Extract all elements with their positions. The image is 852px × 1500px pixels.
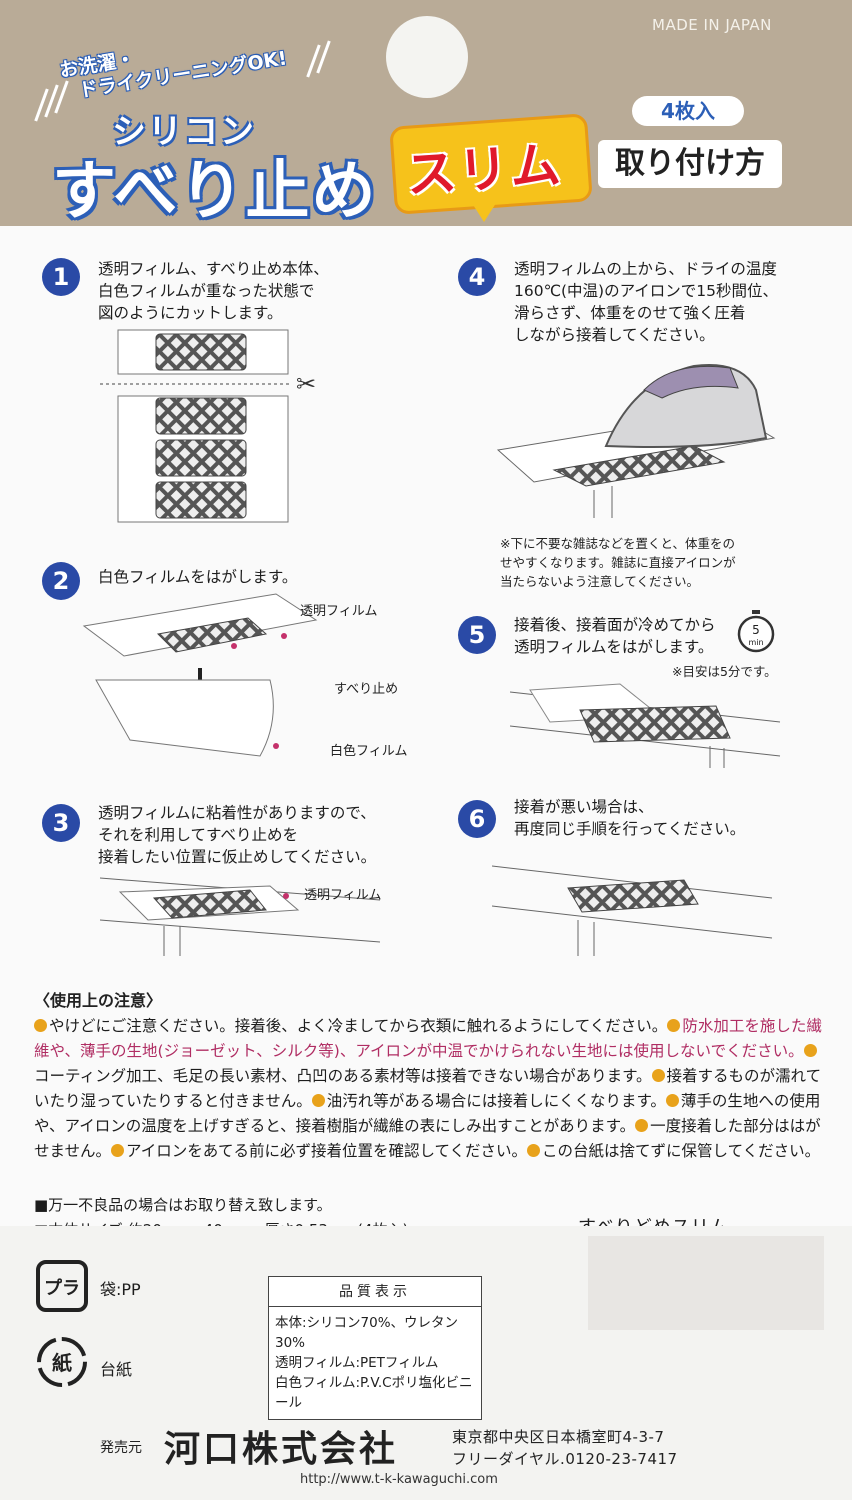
bullet-dot: [665, 1094, 679, 1107]
jan-code-area: [588, 1236, 824, 1330]
pla-recycle-icon: プラ: [36, 1260, 88, 1312]
company-address: 東京都中央区日本橋室町4-3-7 フリーダイヤル.0120-23-7417: [452, 1426, 678, 1470]
step-3-number: 3: [42, 804, 80, 842]
cautions-title: 〈使用上の注意〉: [34, 991, 163, 1010]
step-5-text: 接着後、接着面が冷めてから 透明フィルムをはがします。: [514, 616, 716, 656]
label-transparent-film-3: 透明フィルム: [304, 888, 382, 903]
count-badge: 4枚入: [632, 96, 744, 126]
caution-6: 薄手の生地への使用や、アイロンの温度を上げすぎると、接着樹脂が繊維の表にしみ出す…: [34, 1092, 821, 1135]
brand-title: すべり止め: [52, 155, 378, 229]
step-6-number: 6: [458, 800, 496, 838]
paper-label: 台紙: [100, 1360, 133, 1379]
caution-2: 防水加工を施した繊維や、薄手の生地(ジョーゼット、シルク等)、アイロンが中温でか…: [34, 1017, 822, 1060]
paper-recycle-icon: 紙: [37, 1337, 87, 1387]
step-5-illustration: [510, 683, 781, 768]
made-in-label: MADE IN JAPAN: [652, 16, 772, 34]
quality-table: 品質表示 本体:シリコン70%、ウレタン30% 透明フィルム:PETフィルム 白…: [268, 1276, 482, 1420]
bullet-dot: [803, 1044, 817, 1057]
step-5-note: ※目安は5分です。: [672, 664, 777, 679]
slim-label: スリム: [404, 135, 565, 205]
timer-number: 5: [752, 623, 760, 637]
company-url: http://www.t-k-kawaguchi.com: [300, 1472, 498, 1487]
bullet-dot: [667, 1019, 681, 1032]
step-1-illustration: ✂: [100, 329, 316, 523]
company-name: 河口株式会社: [164, 1429, 399, 1470]
pla-mark-text: プラ: [44, 1277, 80, 1299]
bullet-dot: [111, 1144, 125, 1157]
brand-subtitle: シリコン: [112, 112, 256, 152]
quality-row: 本体:シリコン70%、ウレタン30%: [275, 1315, 459, 1351]
step-4-number: 4: [458, 258, 496, 296]
paper-mark-text: 紙: [52, 1351, 72, 1375]
timer-unit: min: [748, 638, 763, 647]
phone-line: フリーダイヤル.0120-23-7417: [452, 1450, 678, 1468]
bullet-dot: [635, 1119, 649, 1132]
cautions-text: やけどにご注意ください。接着後、よく冷ましてから衣類に触れるようにしてください。…: [34, 1014, 824, 1164]
quality-row: 透明フィルム:PETフィルム: [275, 1355, 439, 1371]
step-6-text: 接着が悪い場合は、 再度同じ手順を行ってください。: [514, 798, 746, 838]
step-1-text: 透明フィルム、すべり止め本体、 白色フィルムが重なった状態で 図のようにカットし…: [98, 260, 329, 322]
label-white-film: 白色フィルム: [330, 744, 408, 759]
step-2-number: 2: [42, 562, 80, 600]
quality-row: 白色フィルム:P.V.Cポリ塩化ビニール: [275, 1375, 473, 1411]
quality-title: 品質表示: [269, 1277, 481, 1307]
step-3-text: 透明フィルムに粘着性がありますので、 それを利用してすべり止めを 接着したい位置…: [98, 804, 377, 866]
distributor-prefix: 発売元: [100, 1440, 142, 1456]
step-5-number: 5: [458, 616, 496, 654]
bullet-dot: [527, 1144, 541, 1157]
step-2-text: 白色フィルムをはがします。: [98, 568, 298, 586]
step-4-note: ※下に不要な雑誌などを置くと、体重をの せやすくなります。雑誌に直接アイロンが …: [500, 536, 736, 589]
bullet-dot: [651, 1069, 665, 1082]
caution-8: アイロンをあてる前に必ず接着位置を確認してください。: [126, 1142, 528, 1160]
label-transparent-film: 透明フィルム: [300, 604, 378, 619]
replacement-note: ■万一不良品の場合はお取り替え致します。: [34, 1196, 332, 1214]
pla-label: 袋:PP: [100, 1280, 141, 1299]
caution-7: 一度接着した部分ははがせません。: [34, 1117, 821, 1160]
step-3-illustration: [100, 877, 381, 956]
svg-text:✂: ✂: [296, 370, 316, 398]
step-6-illustration: [492, 865, 773, 956]
label-slip-stop: すべり止め: [334, 682, 399, 697]
quality-body: 本体:シリコン70%、ウレタン30% 透明フィルム:PETフィルム 白色フィルム…: [269, 1307, 481, 1419]
hang-hole: [386, 16, 468, 98]
step-4-text: 透明フィルムの上から、ドライの温度 160℃(中温)のアイロンで15秒間位、 滑…: [514, 260, 779, 344]
address-line: 東京都中央区日本橋室町4-3-7: [452, 1428, 665, 1446]
caution-5: 油汚れ等がある場合には接着しにくくなります。: [326, 1092, 666, 1110]
bullet-dot: [311, 1094, 325, 1107]
timer-icon: 5 min: [737, 610, 775, 653]
step-1-number: 1: [42, 258, 80, 296]
caution-9: この台紙は捨てずに保管してください。: [542, 1142, 821, 1160]
bullet-dot: [34, 1019, 47, 1032]
bubble-tail: [470, 200, 498, 222]
caution-1: やけどにご注意ください。接着後、よく冷ましてから衣類に触れるようにしてください。: [49, 1017, 668, 1035]
step-4-illustration: [496, 364, 776, 518]
caution-4: 接着するものが濡れていたり湿っていたりすると付きません。: [34, 1067, 822, 1110]
how-to-title: 取り付け方: [598, 140, 782, 188]
caution-3: コーティング加工、毛足の長い素材、凸凹のある素材等は接着できない場合があります。: [34, 1067, 652, 1085]
step-2-illustration: [82, 593, 318, 757]
